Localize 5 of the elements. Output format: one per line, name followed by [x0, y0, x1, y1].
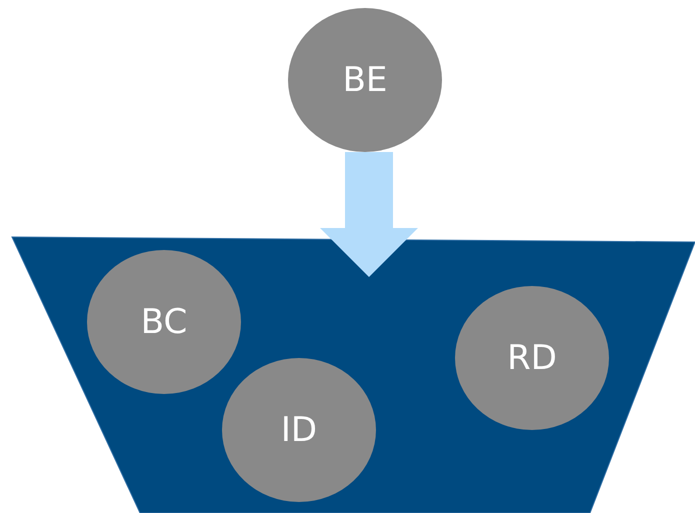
node-label: BE — [342, 60, 388, 100]
node-label: ID — [280, 410, 318, 450]
block-arrow — [320, 152, 418, 277]
node-label: BC — [140, 302, 188, 342]
node-label: RD — [507, 338, 557, 378]
